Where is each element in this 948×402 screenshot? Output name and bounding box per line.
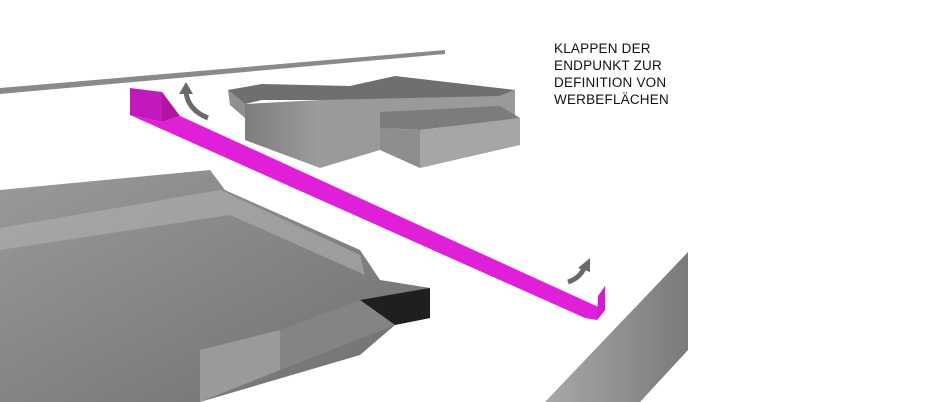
advertising-ribbon — [130, 88, 605, 320]
building-large — [0, 170, 430, 402]
fold-arrow-icon — [179, 82, 209, 121]
building-top — [228, 76, 520, 168]
fold-arrow-icon — [567, 258, 590, 285]
building-right — [545, 252, 688, 402]
caption-line: WERBEFLÄCHEN — [554, 92, 669, 107]
caption-line: DEFINITION VON — [554, 75, 667, 90]
diagram-caption: KLAPPEN DER ENDPUNKT ZUR DEFINITION VON … — [554, 40, 669, 108]
caption-line: KLAPPEN DER — [554, 41, 651, 56]
street-edge — [0, 50, 445, 94]
caption-line: ENDPUNKT ZUR — [554, 58, 662, 73]
